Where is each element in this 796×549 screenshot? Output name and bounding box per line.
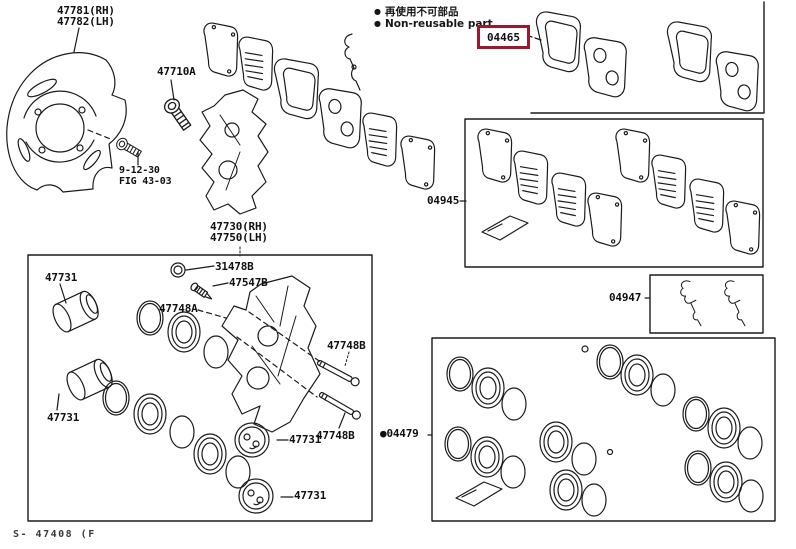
- label-caliper-assembly[interactable]: 47730(RH) 47750(LH): [210, 221, 268, 243]
- legend-row-en: ● Non-reusable part: [374, 18, 493, 30]
- pad-backing-plate: [582, 32, 633, 101]
- non-reusable-bullet-icon: ●: [380, 427, 387, 440]
- piston: [48, 288, 103, 336]
- label-caliper-lh[interactable]: 47750(LH): [210, 231, 268, 244]
- label-piston-4[interactable]: 47731: [294, 489, 327, 502]
- label-piston-2[interactable]: 47731: [47, 411, 80, 424]
- non-reusable-bullet-icon: ●: [374, 19, 381, 28]
- label-backing-plate-rh[interactable]: 47781(RH): [57, 4, 115, 17]
- pad-kit-drawing: [525, 1, 765, 115]
- shim-kit-drawing: [459, 118, 766, 268]
- grease-sheet: [481, 215, 529, 241]
- label-cylinder-kit[interactable]: ●04479: [380, 428, 419, 439]
- caliper-cylinder-drawing: [27, 254, 373, 522]
- piston: [62, 356, 117, 404]
- footer-fig-code: S- 47408 (F: [13, 529, 96, 540]
- fitting-kit-drawing: [644, 274, 764, 334]
- legend-row-jp: ● 再使用不可部品: [374, 6, 493, 18]
- label-bleeder-plug[interactable]: 47547B: [229, 276, 268, 289]
- caliper-housing: [221, 275, 321, 433]
- brake-pad: [665, 16, 719, 86]
- label-fig-reference: 9-12-30 FIG 43-03: [119, 165, 172, 187]
- pad-support-clip: [724, 280, 746, 327]
- slide-pins: [315, 357, 363, 422]
- label-mounting-bolt[interactable]: 47710A: [157, 65, 196, 78]
- legend-text-jp: 再使用不可部品: [384, 6, 459, 18]
- cylinder-kit-drawing: [427, 337, 776, 522]
- pad-set-drawing: [202, 19, 441, 193]
- label-backing-plate-lh[interactable]: 47782(LH): [57, 15, 115, 28]
- wear-indicator-clip: [344, 33, 361, 91]
- brake-pad: [534, 6, 588, 76]
- label-pad-kit[interactable]: 04465: [486, 30, 521, 44]
- label-piston-1[interactable]: 47731: [45, 271, 78, 284]
- label-slide-pin-2[interactable]: 47748B: [316, 429, 355, 442]
- fig-ref-line2: FIG 43-03: [119, 175, 172, 187]
- label-piston-3[interactable]: 47731: [289, 433, 322, 446]
- anti-squeal-shim: [361, 109, 403, 170]
- backing-plate-drawing: [6, 52, 127, 193]
- anti-squeal-shim: [237, 33, 279, 94]
- fig-ref-screw-drawing: [87, 129, 144, 160]
- fig-ref-line1: 9-12-30: [119, 165, 160, 176]
- label-shim-kit[interactable]: 04945: [427, 194, 460, 207]
- label-pad-support-kit[interactable]: 04947: [609, 291, 642, 304]
- pad-backing-plate: [714, 46, 765, 115]
- label-bleeder-cap[interactable]: 31478B: [215, 260, 254, 273]
- non-reusable-bullet-icon: ●: [374, 7, 381, 16]
- label-backing-plate[interactable]: 47781(RH) 47782(LH): [57, 5, 115, 27]
- leader-lines: [56, 27, 350, 498]
- caliper-bracket-drawing: [199, 89, 269, 215]
- pad-backing-plate: [317, 83, 368, 152]
- piston: [234, 422, 270, 458]
- mounting-bolt-drawing: [161, 95, 195, 133]
- highlighted-part-box-04465[interactable]: 04465: [477, 25, 530, 49]
- label-slide-pin-1[interactable]: 47748B: [327, 339, 366, 352]
- grease-packet: [455, 481, 503, 507]
- label-cylinder-kit-number[interactable]: 04479: [386, 427, 419, 440]
- label-slide-bush[interactable]: 47748A: [159, 302, 198, 315]
- legend: ● 再使用不可部品 ● Non-reusable part: [374, 6, 493, 30]
- brake-pad: [272, 53, 326, 123]
- piston: [238, 478, 274, 514]
- pad-support-clip: [680, 280, 702, 327]
- pad-shim: [202, 19, 244, 80]
- label-caliper-rh[interactable]: 47730(RH): [210, 220, 268, 233]
- pad-shim: [399, 132, 441, 193]
- legend-text-en: Non-reusable part: [384, 18, 493, 30]
